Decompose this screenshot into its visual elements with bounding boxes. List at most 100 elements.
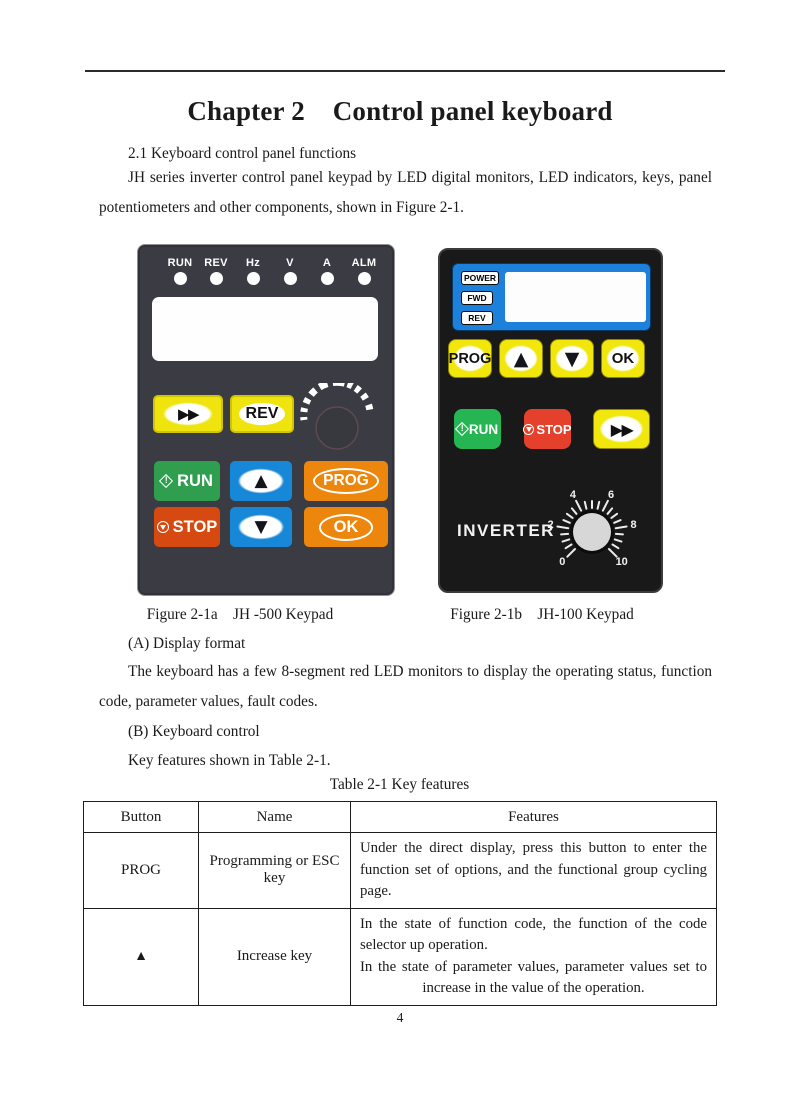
feature-text: Under the direct display, press this but… (360, 840, 707, 899)
fast-forward-icon: ▶▶ (610, 419, 634, 439)
ok-button-label: OK (611, 350, 635, 367)
led-label-hz: Hz (245, 257, 261, 269)
diamond-exclamation-icon (454, 421, 469, 437)
jh500-rev-button: REV (230, 395, 294, 433)
led-dot (283, 272, 297, 285)
jh500-prog-button: PROG (304, 461, 388, 501)
button-cell: ▲ (83, 907, 199, 1006)
table-row-prog: PROG Programming or ESC key Under the di… (83, 832, 717, 909)
jh100-run-button: RUN (454, 409, 501, 449)
pot-scale-10: 10 (615, 555, 628, 568)
jh500-potentiometer-knob (300, 378, 376, 455)
stop-button-label: STOP (536, 421, 572, 437)
name-cell: Increase key (198, 907, 351, 1006)
figure-2-1b-caption: Figure 2-1b JH-100 Keypad (450, 606, 634, 623)
jh100-display-bezel: POWER FWD REV (452, 263, 651, 331)
pot-scale-6: 6 (608, 488, 615, 501)
table-header-row: Button Name Features (83, 801, 717, 833)
features-cell: In the state of function code, the funct… (350, 907, 717, 1006)
jh100-up-button: ▲ (499, 339, 543, 378)
inverter-label: INVERTER (457, 521, 555, 540)
page-number: 4 (396, 1010, 404, 1025)
circle-stop-icon (523, 423, 535, 435)
prog-button-label: PROG (448, 350, 492, 367)
jh100-down-button: ▼ (550, 339, 594, 378)
down-arrow-icon: ▼ (564, 347, 580, 370)
jh500-up-button: ▲ (230, 461, 292, 501)
jh100-prog-button: PROG (448, 339, 492, 378)
jh500-ok-button: OK (304, 507, 388, 547)
intro-paragraph: JH series inverter control panel keypad … (99, 169, 712, 216)
figure-jh500-keypad: RUN REV Hz V A ALM ▶▶ REV (137, 244, 395, 596)
led-indicator-hz: Hz (231, 257, 275, 290)
jh500-fast-forward-button: ▶▶ (153, 395, 223, 433)
key-features-table: Button Name Features PROG Programming or… (83, 801, 717, 1006)
led-indicator-v: V (268, 257, 312, 290)
jh100-fast-forward-button: ▶▶ (593, 409, 650, 449)
display-format-heading: (A) Display format (128, 635, 246, 652)
circle-stop-icon (156, 521, 169, 533)
figure-2-1a-caption: Figure 2-1a JH -500 Keypad (146, 606, 334, 623)
led-dot (246, 272, 260, 285)
jh100-potentiometer: 0 2 4 6 8 10 (540, 482, 644, 586)
ok-button-label: OK (318, 513, 374, 541)
fwd-indicator: FWD (461, 291, 493, 305)
led-label-run: RUN (167, 257, 193, 269)
prog-button-label: PROG (313, 468, 379, 494)
figure-jh100-keypad: POWER FWD REV PROG ▲ ▼ OK RUN STOP ▶▶ IN… (438, 248, 663, 593)
keyboard-control-heading: (B) Keyboard control (128, 723, 260, 740)
jh500-down-button: ▼ (230, 507, 292, 547)
up-arrow-icon: ▲ (254, 471, 268, 491)
dashed-gauge-arc-icon (300, 378, 374, 450)
led-dot (173, 272, 187, 285)
feature-text: In the state of function code, the funct… (360, 915, 707, 954)
led-dot (357, 272, 371, 285)
led-indicator-run: RUN (158, 257, 202, 290)
table-caption: Table 2-1 Key features (329, 776, 470, 793)
pot-scale-2: 2 (547, 519, 554, 532)
led-label-a: A (322, 257, 332, 269)
header-button: Button (83, 801, 199, 833)
jh100-stop-button: STOP (523, 409, 572, 449)
jh100-led-display (505, 272, 646, 322)
run-button-label: RUN (468, 421, 499, 437)
potentiometer-knob-icon (556, 499, 628, 558)
down-arrow-icon: ▼ (254, 517, 268, 537)
header-name: Name (198, 801, 351, 833)
jh500-stop-button: STOP (154, 507, 220, 547)
key-features-note: Key features shown in Table 2-1. (128, 752, 331, 769)
led-label-alm: ALM (351, 257, 377, 269)
pot-scale-0: 0 (559, 555, 566, 568)
button-cell: PROG (83, 832, 199, 909)
header-rule (85, 70, 725, 72)
run-button-label: RUN (177, 471, 213, 490)
jh500-led-display (152, 297, 378, 361)
led-indicator-rev: REV (194, 257, 238, 290)
fast-forward-glyph: ▶▶ (177, 405, 200, 423)
led-label-v: V (286, 257, 294, 269)
display-format-paragraph: The keyboard has a few 8-segment red LED… (99, 663, 712, 710)
table-row-increase: ▲ Increase key In the state of function … (83, 907, 717, 1006)
features-cell: Under the direct display, press this but… (350, 832, 717, 909)
diamond-exclamation-icon (159, 473, 174, 489)
section-2-1-heading: 2.1 Keyboard control panel functions (128, 145, 357, 162)
header-features: Features (350, 801, 717, 833)
rev-button-label: REV (238, 403, 286, 425)
name-cell: Programming or ESC key (198, 832, 351, 909)
pot-scale-4: 4 (569, 488, 576, 501)
feature-text: In the state of parameter values, parame… (360, 958, 707, 997)
rev-indicator: REV (461, 311, 493, 325)
fast-forward-icon: ▶▶ (168, 404, 208, 424)
up-arrow-icon: ▲ (513, 347, 529, 370)
led-indicator-alm: ALM (342, 257, 386, 290)
power-indicator: POWER (461, 271, 499, 285)
jh500-run-button: RUN (154, 461, 220, 501)
chapter-title: Chapter 2 Control panel keyboard (187, 96, 613, 126)
led-indicator-a: A (305, 257, 349, 290)
led-dot (320, 272, 334, 285)
jh100-ok-button: OK (601, 339, 645, 378)
led-dot (209, 272, 223, 285)
pot-scale-8: 8 (630, 519, 637, 532)
stop-button-label: STOP (172, 517, 218, 536)
